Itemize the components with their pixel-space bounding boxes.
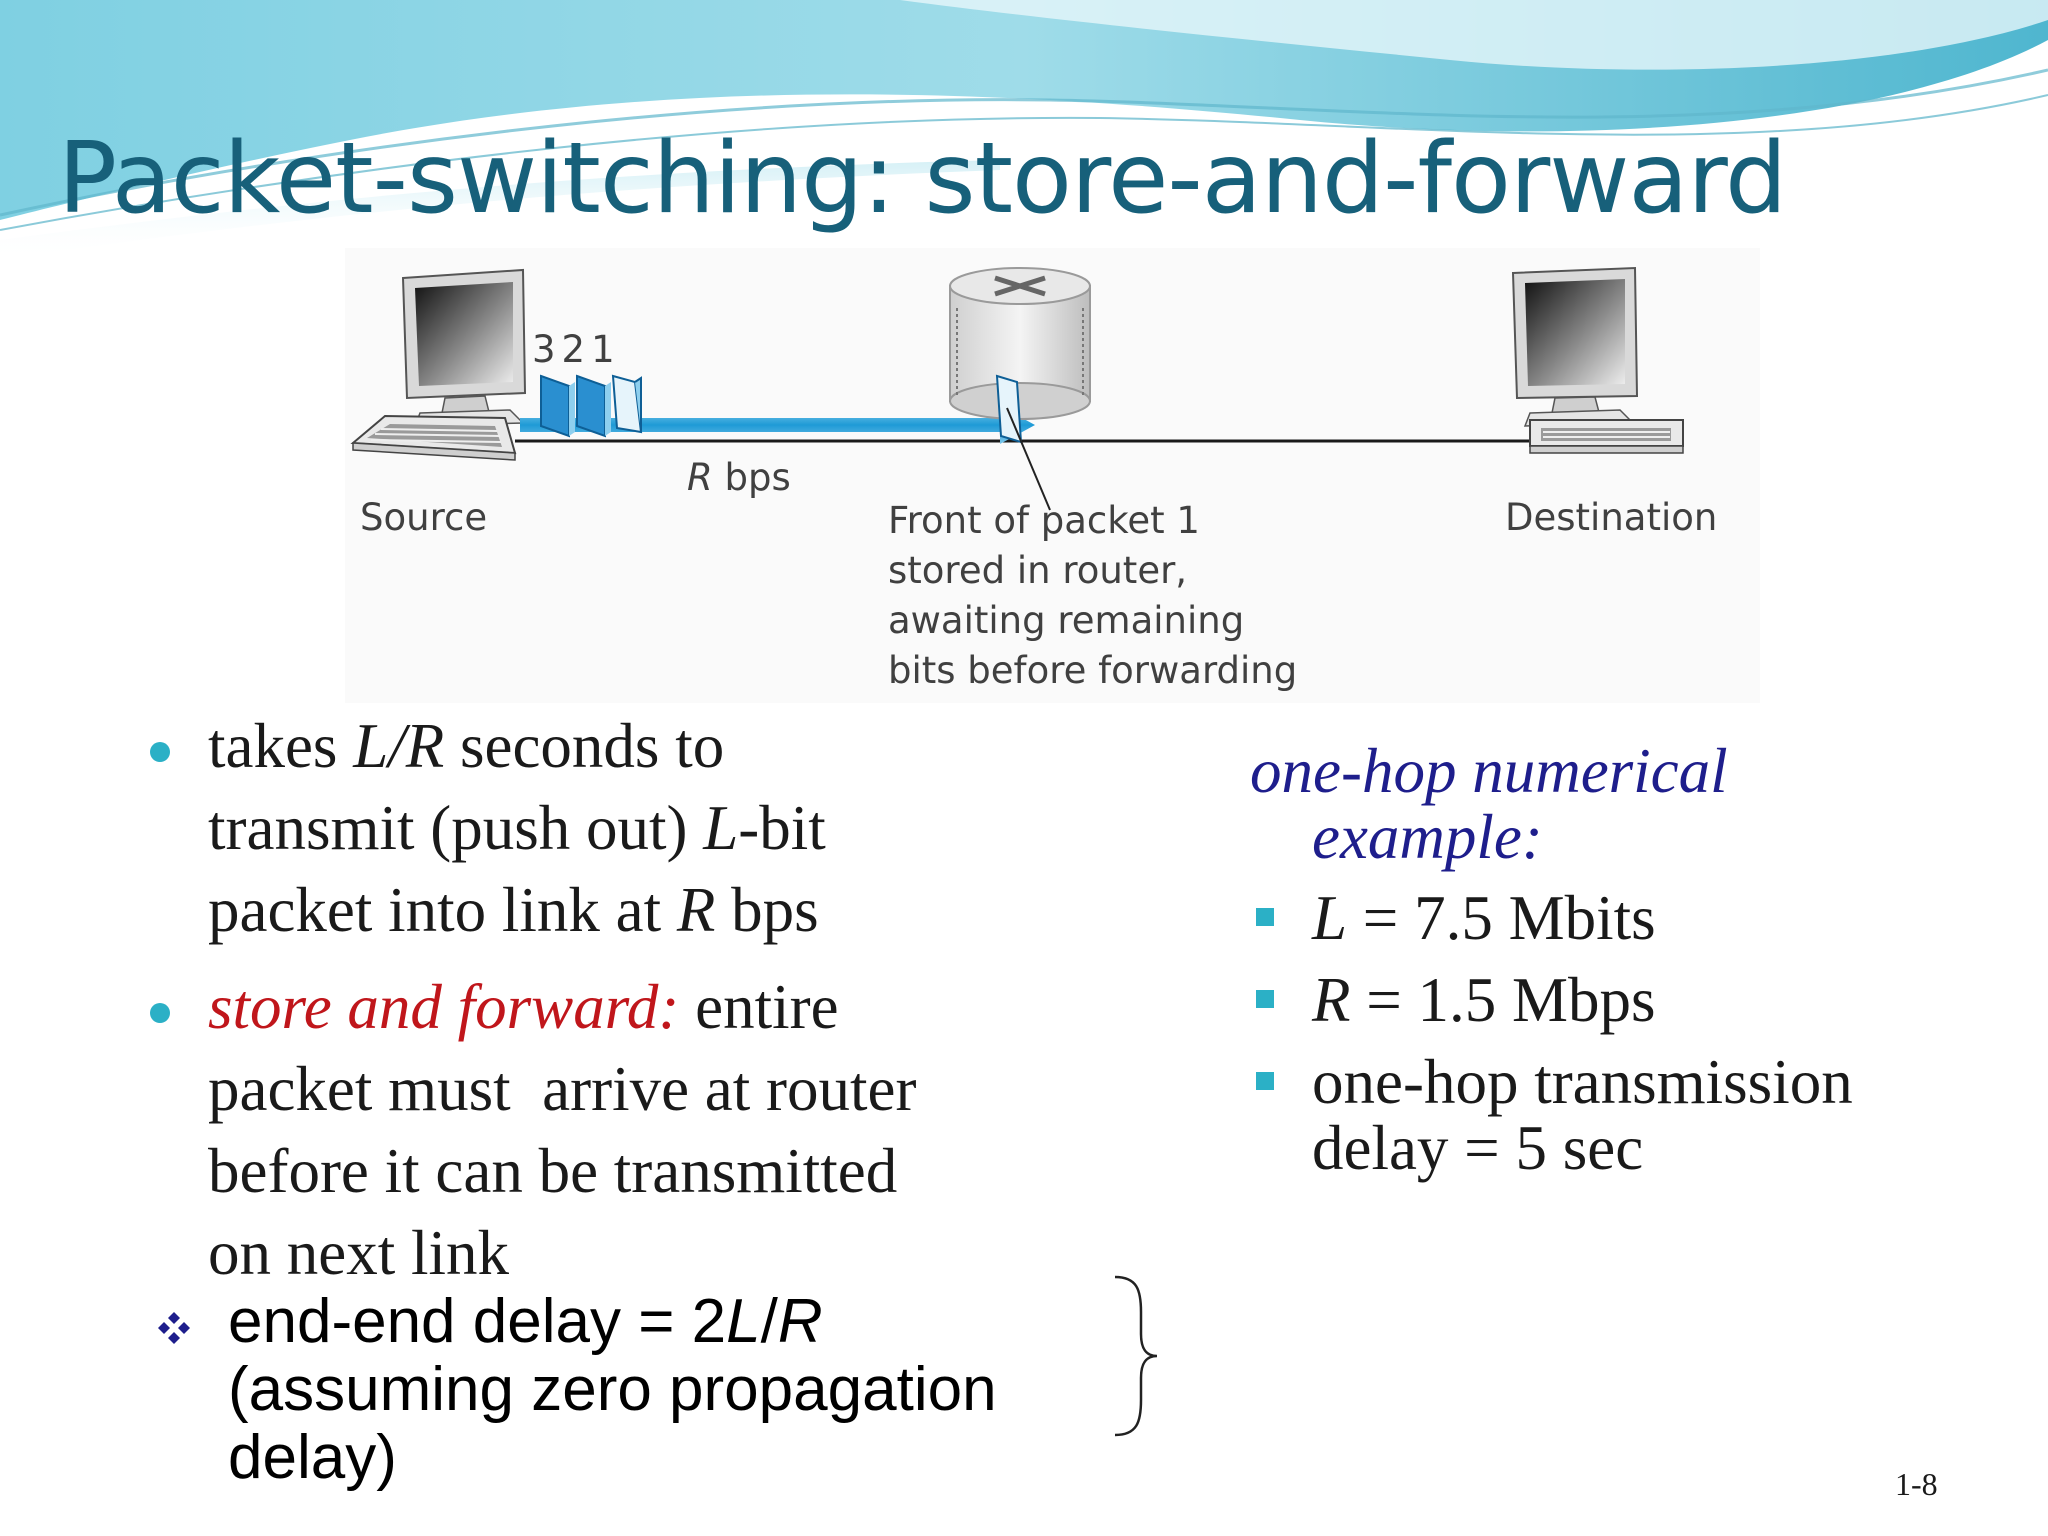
note-line: (assuming zero propagation [228,1355,997,1424]
bullet-line: on next link [208,1218,509,1288]
store-and-forward-diagram: 321 R bps Source Destination Front of pa… [345,248,1760,703]
link-rate-unit: bps [712,456,791,499]
caption-line: Front of packet 1 [888,499,1200,542]
note-line: delay) [228,1423,397,1492]
slide-number: 1-8 [1895,1466,1938,1502]
bullet-line: packet into link at R bps [208,875,819,945]
item-line: delay = 5 sec [1312,1113,1644,1183]
example-item-delay: one-hop transmission delay = 5 sec [1312,1049,1853,1181]
transmission-arrow [520,406,1035,444]
bullet-line: takes L/R seconds to [208,711,725,781]
bullet-transmit-time: takes L/R seconds to transmit (push out)… [208,705,826,951]
example-heading: one-hop numerical [1250,736,1728,806]
source-label: Source [360,496,488,539]
page-title: Packet-switching: store-and-forward [58,122,1787,236]
bullet-line: store and forward: entire [208,972,839,1042]
diagram-graphics [350,266,1684,511]
caption-line: awaiting remaining [888,599,1245,642]
destination-label: Destination [1505,496,1718,539]
example-item-R: R = 1.5 Mbps [1312,965,1656,1035]
packet-icons [540,374,643,438]
link-rate-var: R [687,456,713,499]
store-forward-emphasis: store and forward: [208,972,680,1042]
caption-line: bits before forwarding [888,649,1298,692]
bullet-store-and-forward: store and forward: entire packet must ar… [208,966,916,1294]
bullet-line: before it can be transmitted [208,1136,898,1206]
bullet-line: packet must arrive at router [208,1054,917,1124]
caption-line: stored in router, [888,549,1188,592]
square-bullet [1256,990,1274,1008]
packet-number-1: 1 [591,328,621,371]
bullet-dot [150,1003,170,1023]
item-line: one-hop transmission [1312,1047,1853,1117]
note-line: end-end delay = 2L/R [228,1287,823,1356]
router-caption: Front of packet 1 stored in router, awai… [888,496,1297,696]
packet-number-2: 2 [561,328,592,371]
packet-numbers: 321 [532,328,621,371]
bullet-line: transmit (push out) L-bit [208,793,826,863]
background-wave [0,0,2048,260]
link-rate-label: R bps [687,456,791,499]
source-computer-icon [350,268,527,461]
right-brace [1114,1275,1158,1437]
end-end-delay-note: end-end delay = 2L/R (assuming zero prop… [228,1288,997,1492]
example-heading-continued: example: [1312,802,1543,872]
example-item-L: L = 7.5 Mbits [1312,883,1656,953]
diamond-bullet-icon [158,1312,190,1344]
destination-computer-icon [1511,266,1684,454]
packet-number-3: 3 [532,328,562,371]
square-bullet [1256,908,1274,926]
bullet-dot [150,742,170,762]
router-icon [949,267,1091,511]
square-bullet [1256,1072,1274,1090]
